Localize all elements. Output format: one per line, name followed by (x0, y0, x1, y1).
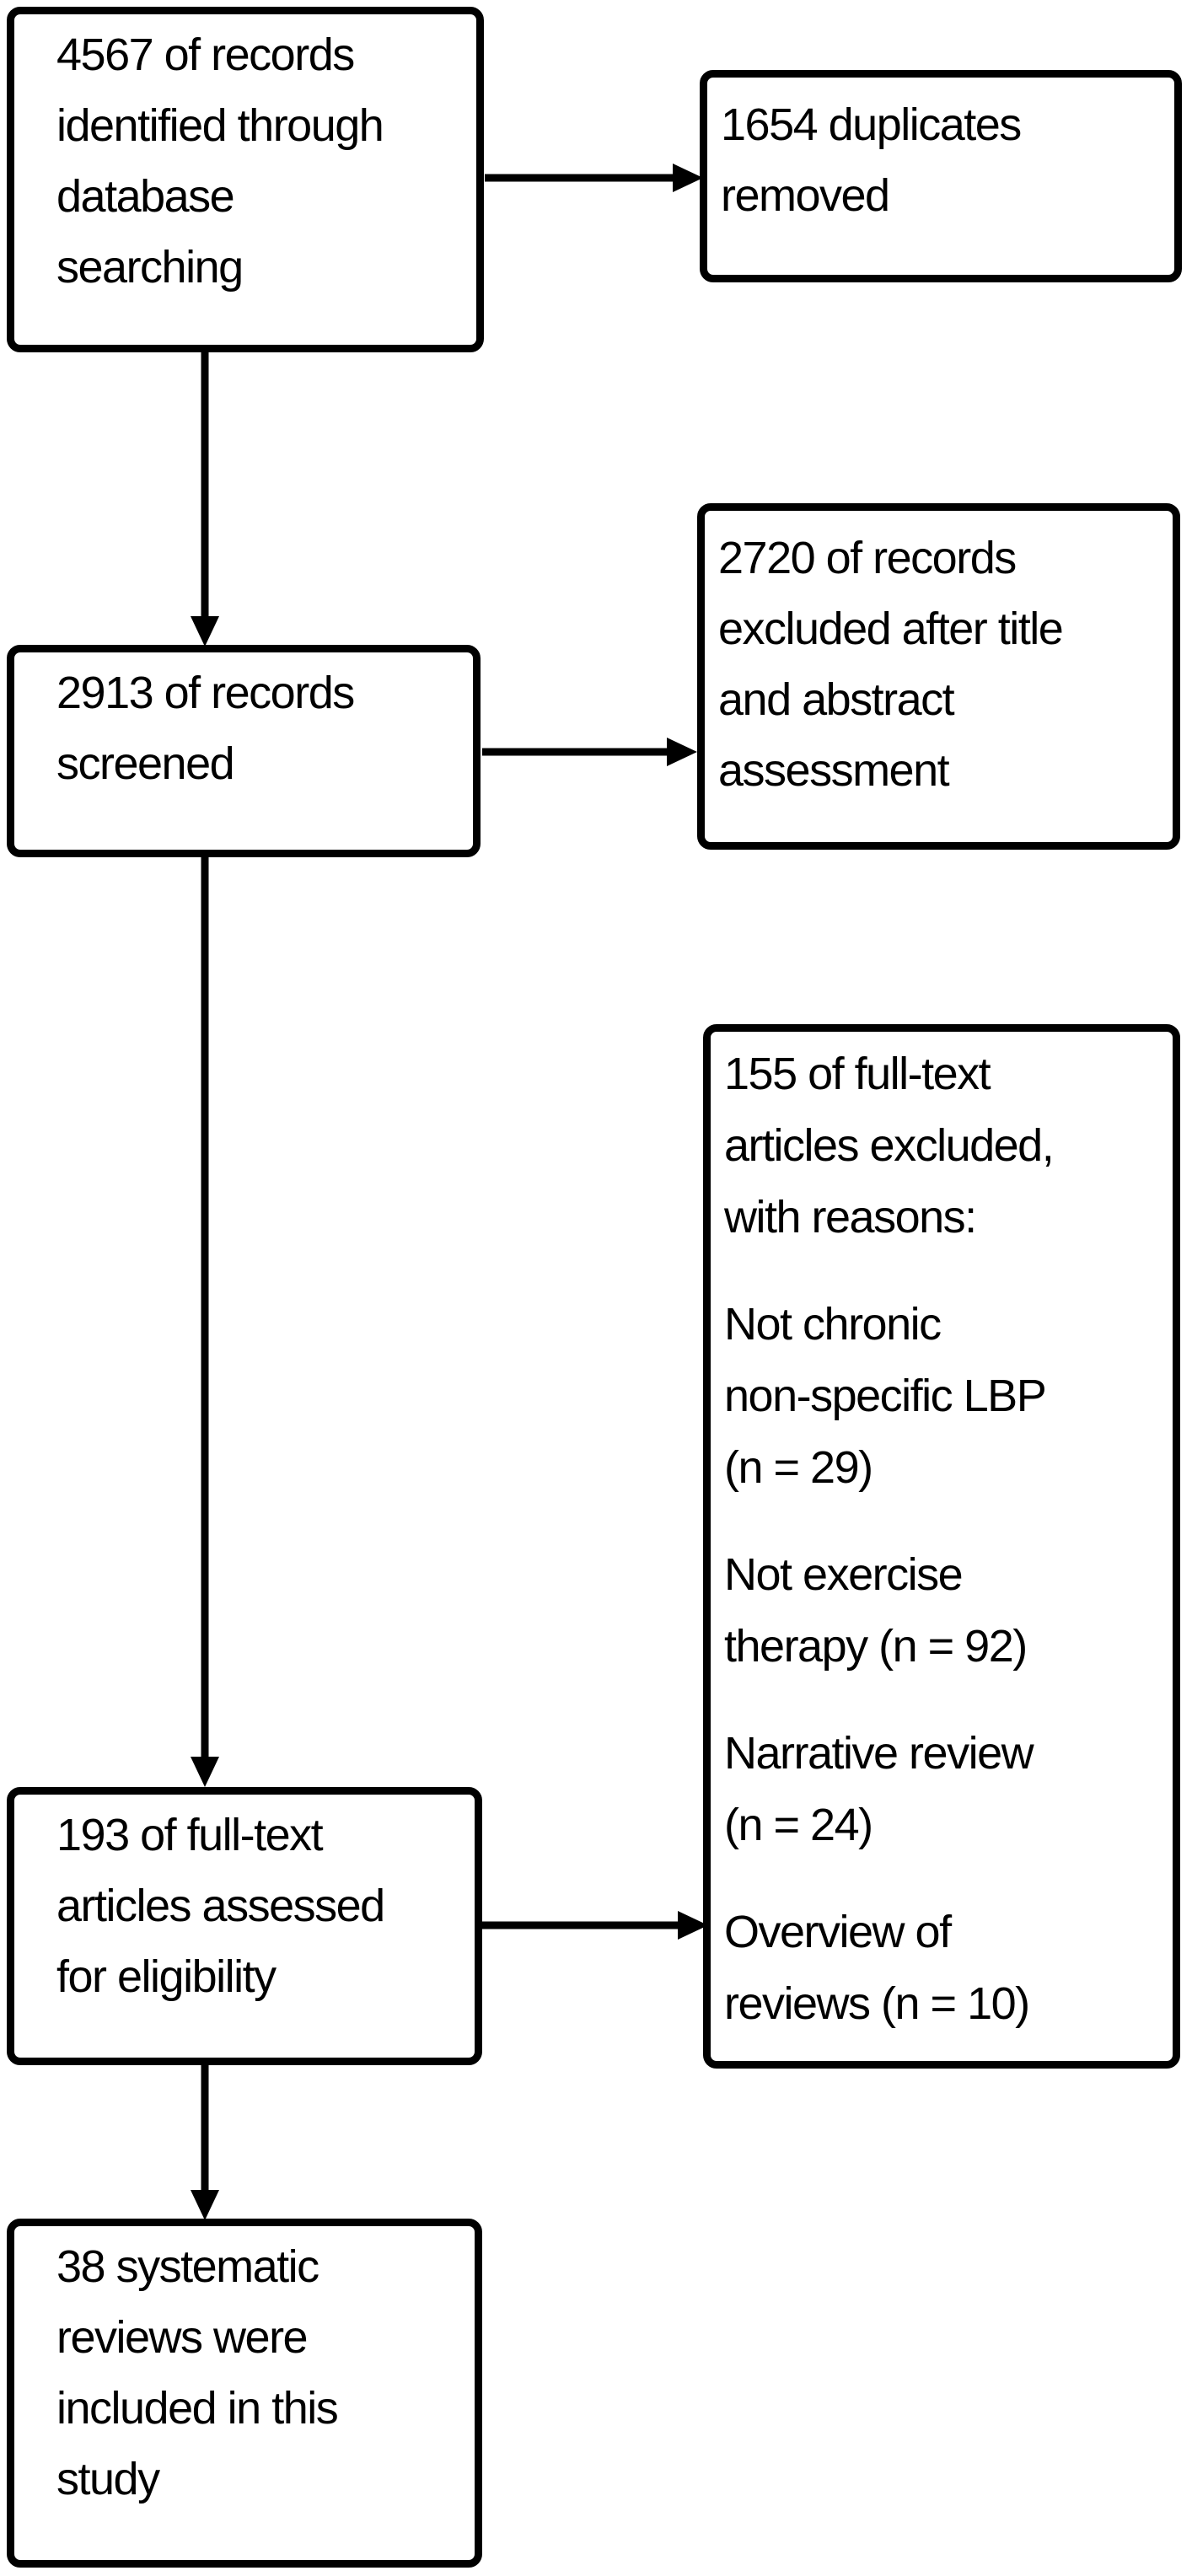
box-reviews-included: 38 systematic reviews were included in t… (7, 2219, 482, 2568)
arrow-assessed-to-included (191, 2065, 219, 2220)
arrow-screened-to-title-abstract-excluded (482, 738, 697, 766)
reason-narrative-review: Narrative review (n = 24) (724, 1728, 1034, 1850)
box-title-abstract-excluded: 2720 of records excluded after title and… (697, 503, 1180, 850)
box-fulltext-assessed: 193 of full-text articles assessed for e… (7, 1787, 482, 2065)
records-screened-text: 2913 of records screened (56, 668, 355, 789)
duplicates-removed-text: 1654 duplicates removed (721, 99, 1022, 221)
arrow-identified-to-screened (191, 352, 219, 647)
arrow-screened-to-assessed (191, 856, 219, 1787)
reason-overview-of-reviews: Overview of reviews (n = 10) (724, 1907, 1030, 2029)
arrow-assessed-to-fulltext-excluded (482, 1911, 708, 1940)
title-abstract-excluded-text: 2720 of records excluded after title and… (718, 533, 1064, 796)
box-records-screened: 2913 of records screened (7, 645, 481, 857)
reviews-included-text: 38 systematic reviews were included in t… (56, 2241, 339, 2504)
reason-not-chronic-lbp: Not chronic non-specific LBP (n = 29) (724, 1299, 1047, 1493)
box-duplicates-removed: 1654 duplicates removed (700, 70, 1182, 282)
fulltext-assessed-text: 193 of full-text articles assessed for e… (56, 1810, 385, 2002)
box-records-identified: 4567 of records identified through datab… (7, 7, 484, 352)
fulltext-excluded-intro: 155 of full-text articles excluded, with… (724, 1049, 1055, 1242)
records-identified-text: 4567 of records identified through datab… (56, 30, 384, 292)
box-fulltext-excluded-reasons: 155 of full-text articles excluded, with… (703, 1024, 1180, 2069)
reason-not-exercise-therapy: Not exercise therapy (n = 92) (724, 1549, 1028, 1672)
arrow-identified-to-duplicates (485, 164, 703, 192)
